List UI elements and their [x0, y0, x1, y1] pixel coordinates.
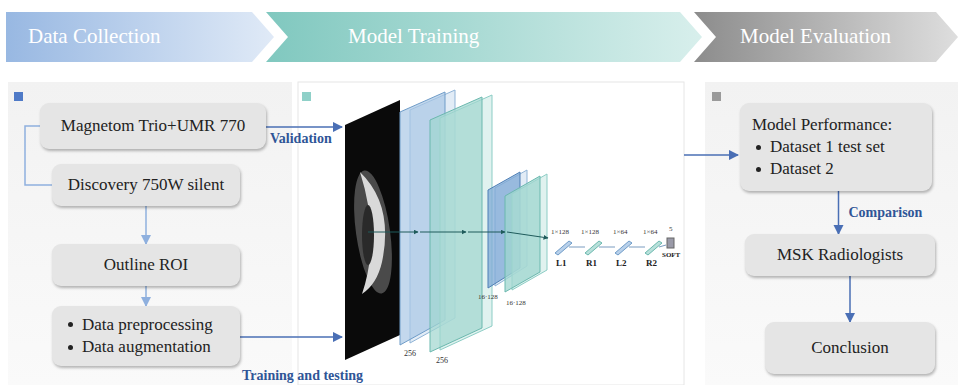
process-box: Magnetom Trio+UMR 770 [40, 103, 266, 149]
validation-arrow [266, 126, 342, 128]
layer-label: R2 [646, 259, 657, 269]
box-text: Data preprocessing [82, 314, 213, 336]
box-text: Data augmentation [82, 336, 211, 358]
text-row: Model Training [348, 23, 479, 50]
text-row: Data Collection [28, 23, 160, 50]
feature-map [430, 97, 482, 352]
text-row: Model Evaluation [740, 23, 891, 50]
process-box: Discovery 750W silent [52, 164, 240, 206]
connector [25, 126, 52, 185]
chevron-shape [266, 12, 702, 62]
connector [838, 191, 840, 234]
connector [145, 286, 147, 306]
panel-icon [712, 92, 721, 101]
layer-label: L2 [616, 259, 627, 269]
connector [145, 206, 147, 244]
text-row: Dataset 1 test set [752, 136, 885, 158]
edge-label: Comparison [849, 205, 923, 220]
box-text: Dataset 1 test set [770, 136, 885, 158]
text-row: Data augmentation [64, 336, 211, 358]
panel-icon [302, 92, 311, 101]
chevron-shape [6, 12, 274, 62]
mri-slice [345, 100, 400, 360]
layer-label: R1 [586, 259, 597, 269]
training-arrow [240, 336, 342, 338]
dense-layers [555, 238, 674, 255]
process-box: Model Performance:Dataset 1 test setData… [740, 103, 932, 191]
text-row: MSK Radiologists [777, 244, 903, 266]
connector [849, 276, 851, 322]
chevron-fill [266, 12, 702, 62]
panel-icon [14, 92, 23, 101]
text-row: Dataset 2 [752, 158, 834, 180]
box-text: Discovery 750W silent [68, 174, 224, 196]
stage-chevron: Model Evaluation [694, 12, 958, 62]
layer-label: 1×128 [581, 229, 599, 237]
layer-label: 16·128 [506, 300, 526, 308]
stage-chevron: Model Training [266, 12, 702, 62]
bullet-dot [756, 145, 761, 150]
flow-label: Training and testing [242, 368, 363, 383]
box-text: Model Performance: [752, 114, 892, 136]
bullet-dot [756, 167, 761, 172]
chevron-fill [694, 12, 958, 62]
text-row: Model Performance: [752, 114, 892, 136]
right-panel [705, 82, 958, 385]
box-text: MSK Radiologists [777, 244, 903, 266]
layer-label: SOFT [662, 252, 680, 260]
box-text: Outline ROI [104, 254, 189, 276]
left-panel [8, 82, 292, 385]
chevron-fill [6, 12, 274, 62]
layer-label: 1×64 [613, 229, 627, 237]
stage-title: Model Evaluation [740, 23, 891, 50]
layer-label: 1×128 [551, 229, 569, 237]
text-row: Outline ROI [104, 254, 189, 276]
text-row: Conclusion [811, 337, 888, 359]
chevron-shape [694, 12, 958, 62]
layer-label: 5 [669, 226, 673, 234]
process-box: Outline ROI [52, 244, 240, 286]
layer-label: 16·128 [478, 294, 498, 302]
middle-panel [298, 82, 684, 385]
text-row: Discovery 750W silent [68, 174, 224, 196]
box-text: Dataset 2 [770, 158, 834, 180]
box-text: Conclusion [811, 337, 888, 359]
flow-arrows [368, 232, 548, 238]
text-row: Data preprocessing [64, 314, 213, 336]
stage-title: Data Collection [28, 23, 160, 50]
layer-label: L1 [556, 259, 567, 269]
stage-title: Model Training [348, 23, 479, 50]
flow-label: Validation [270, 131, 332, 146]
layer-label: 1×64 [643, 229, 657, 237]
box-text: Magnetom Trio+UMR 770 [61, 115, 245, 137]
mri-bone [362, 205, 374, 265]
process-box: MSK Radiologists [745, 234, 935, 276]
bullet-dot [68, 322, 73, 327]
layer-label: 256 [436, 357, 448, 366]
text-row: Magnetom Trio+UMR 770 [61, 115, 245, 137]
stage-chevron: Data Collection [6, 12, 274, 62]
process-box: Conclusion [765, 322, 935, 374]
process-box: Data preprocessingData augmentation [52, 306, 240, 366]
mri-cartilage [360, 172, 385, 294]
bullet-dot [68, 345, 73, 350]
layer-label: 256 [404, 350, 416, 359]
output-arrow [684, 154, 738, 156]
